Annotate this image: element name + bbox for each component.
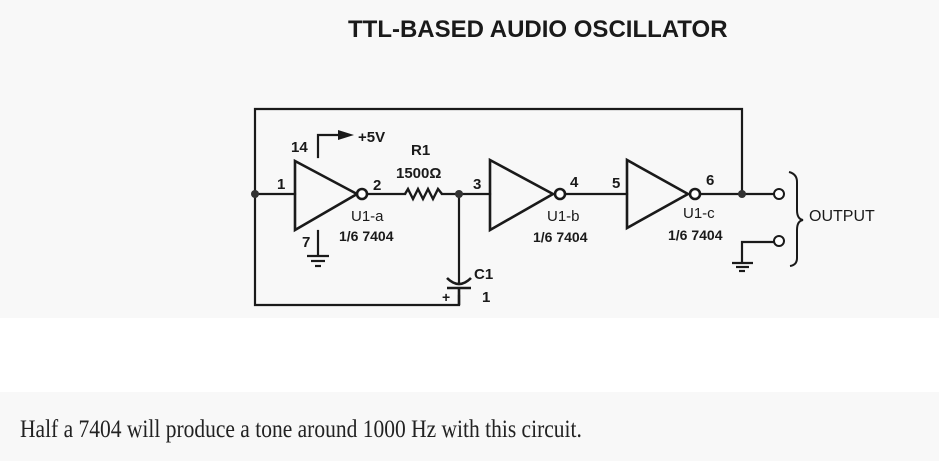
schematic: 14 +5V 1 7 2 R1 1500Ω U1-a 1/6 7404 3 4 … [251,107,875,307]
pin-3-label: 3 [473,176,481,193]
resistor-icon [403,186,443,202]
ground-icon [732,261,753,273]
inverter-gate-icon [488,157,567,233]
figure-caption: Half a 7404 will produce a tone around 1… [20,416,582,443]
junction-dot [251,190,259,198]
capacitor-value: 1 [482,289,490,306]
pin-5-label: 5 [612,175,620,192]
wire-output-gnd [740,240,777,264]
resistor-ref: R1 [411,142,430,159]
terminal-icon [773,235,785,247]
capacitor-ref: C1 [474,266,493,283]
arrow-icon [338,130,354,140]
spacer-band [0,318,939,392]
inverter-gate-icon [625,157,702,231]
diagram-title: TTL-BASED AUDIO OSCILLATOR [348,16,728,43]
gate-b-part: 1/6 7404 [533,229,588,245]
capacitor-icon [446,277,472,305]
output-label: OUTPUT [809,208,875,225]
gate-c-part: 1/6 7404 [668,227,723,243]
caption-panel [0,392,939,461]
junction-dot [738,190,746,198]
ground-icon [307,254,329,268]
gate-c-ref: U1-c [683,205,715,222]
gate-b-ref: U1-b [547,208,580,225]
pin-14-label: 14 [291,139,308,156]
gate-a-ref: U1-a [351,208,384,225]
inverter-gate-icon [293,158,369,233]
pin-4-label: 4 [570,174,579,191]
junction-dot [455,190,463,198]
wire-vcc [316,133,342,159]
gate-a-part: 1/6 7404 [339,228,394,244]
diagram-panel [0,0,939,318]
capacitor-polarity: + [442,289,450,305]
brace-icon [788,171,804,267]
resistor-value: 1500Ω [396,165,441,182]
wire-feedback-top [253,107,744,196]
supply-label: +5V [358,129,385,146]
pin-6-label: 6 [706,172,714,189]
terminal-icon [773,188,785,200]
pin-1-label: 1 [277,176,285,193]
pin-7-label: 7 [302,234,310,251]
pin-2-label: 2 [373,177,381,194]
